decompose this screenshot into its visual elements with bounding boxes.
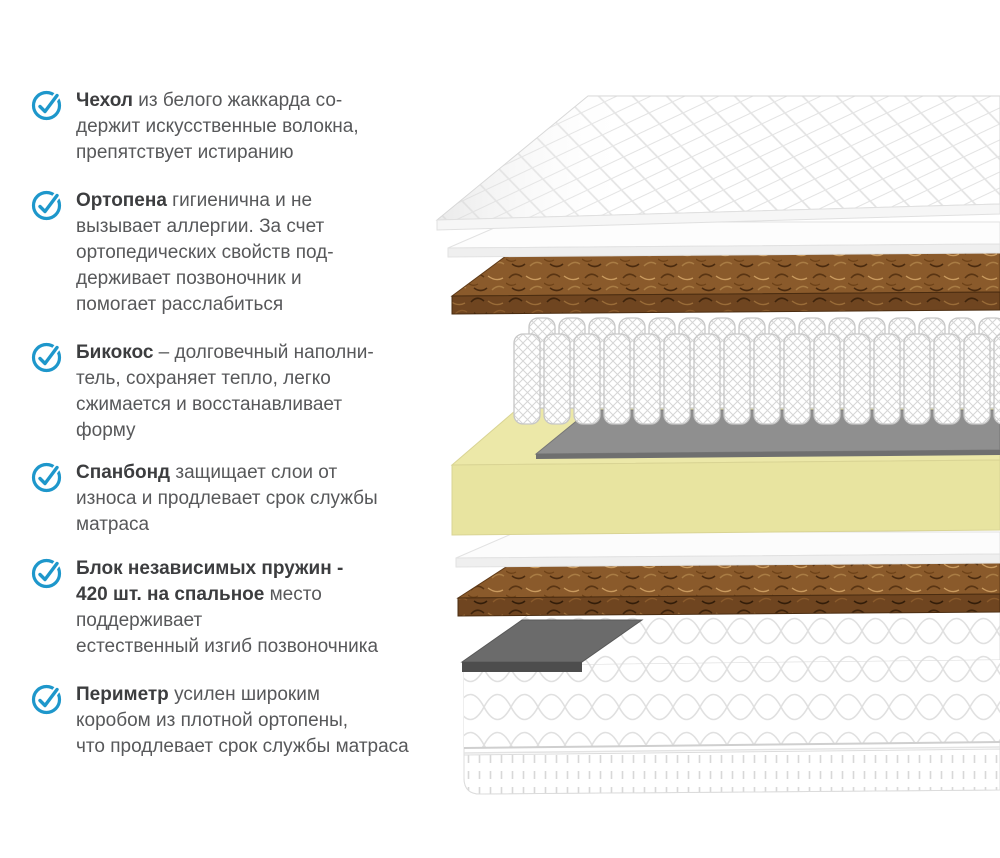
layer-foam-frame [450,397,1000,536]
bullet-lead: Ортопена [76,190,167,211]
bullet-item-springs: Блок независимых пружин - 420 шт. на спа… [30,556,460,660]
layer-spunbond-bottom [455,531,1000,568]
check-circle-icon [31,342,62,373]
bullet-text: Блок независимых пружин - 420 шт. на спа… [76,556,460,660]
bullet-lead: Периметр [76,684,169,705]
bullet-text: Бикокос – долговечный наполни- тель, сох… [76,340,460,444]
bullet-desc: усилен широким коробом из плотной ортопе… [76,684,409,757]
bullet-lead: Блок независимых пружин - 420 шт. на спа… [76,558,344,605]
check-circle-icon [31,462,62,493]
check-circle-icon [31,90,62,121]
bullet-text: Периметр усилен широким коробом из плотн… [76,682,460,760]
layer-coir-top [450,249,1000,315]
layer-pocket-springs [513,317,1000,425]
bullet-text: Ортопена гигиенична и не вызывает аллерг… [76,188,460,318]
bullet-desc: – долговечный наполни- тель, сохраняет т… [76,342,374,441]
bullet-desc: гигиенична и не вызывает аллергии. За сч… [76,190,334,315]
bullet-lead: Спанбонд [76,462,171,483]
layer-quilted-base [462,611,1000,795]
layer-spunbond-top [447,221,1000,258]
bullet-desc: защищает слои от износа и продлевает сро… [76,462,378,535]
bullet-text: Чехол из белого жаккарда со- держит иску… [76,88,460,166]
layer-felt-pad [460,619,644,672]
check-circle-icon [31,684,62,715]
bullet-item-ortofoam: Ортопена гигиенична и не вызывает аллерг… [30,188,460,318]
bullet-lead: Бикокос [76,342,154,363]
bullet-desc: из белого жаккарда со- держит искусствен… [76,90,359,163]
check-circle-icon [31,190,62,221]
layer-quilted-cover [435,95,1000,231]
bullet-item-bicocos: Бикокос – долговечный наполни- тель, сох… [30,340,460,444]
bullet-item-perimeter: Периметр усилен широким коробом из плотн… [30,682,460,760]
mattress-exploded-view [435,95,1000,795]
bullet-lead: Чехол [76,90,133,111]
bullet-item-cover: Чехол из белого жаккарда со- держит иску… [30,88,460,166]
check-circle-icon [31,558,62,589]
bullet-desc: место поддерживает естественный изгиб по… [76,584,379,657]
layer-coir-bottom [456,557,1000,617]
bullet-text: Спанбонд защищает слои от износа и продл… [76,460,460,538]
bullet-item-spunbond: Спанбонд защищает слои от износа и продл… [30,460,460,538]
